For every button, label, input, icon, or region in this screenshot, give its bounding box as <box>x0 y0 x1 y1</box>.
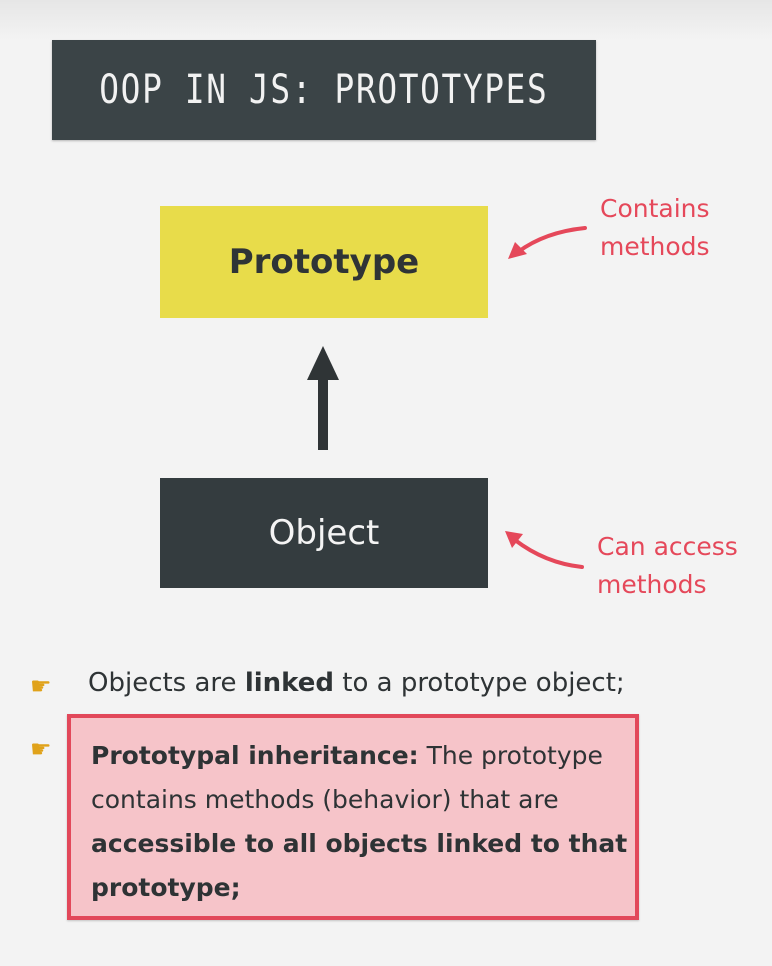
callout-text: Prototypal inheritance: The prototype co… <box>91 734 631 910</box>
page-title: OOP IN JS: PROTOTYPES <box>99 67 549 113</box>
curved-arrow-icon <box>508 226 587 259</box>
object-box: Object <box>160 478 488 588</box>
callout-row: accessible to all objects linked to that <box>91 822 631 866</box>
can-access-methods-note: Can access methods <box>597 528 738 604</box>
note-line: methods <box>600 232 710 261</box>
object-label: Object <box>268 513 380 553</box>
callout-row: Prototypal inheritance: The prototype <box>91 734 631 778</box>
bullet-line-linked: Objects are linked to a prototype object… <box>88 668 625 698</box>
bold-span: Prototypal inheritance: <box>91 741 419 770</box>
callout-row: contains methods (behavior) that are <box>91 785 559 814</box>
up-arrow-icon <box>307 346 339 450</box>
curved-arrow-icon <box>505 531 584 569</box>
text-span: The prototype <box>418 741 603 770</box>
note-line: Can access <box>597 532 738 561</box>
title-banner: OOP IN JS: PROTOTYPES <box>52 40 596 140</box>
text-span: to a prototype object; <box>333 668 625 698</box>
bold-span: prototype; <box>91 873 241 902</box>
bold-span: linked <box>244 668 334 698</box>
note-line: methods <box>597 570 707 599</box>
callout-row: prototype; <box>91 866 631 910</box>
contains-methods-note: Contains methods <box>600 190 710 266</box>
bold-span: accessible to all objects linked to that <box>91 829 628 858</box>
prototype-box: Prototype <box>160 206 488 318</box>
note-line: Contains <box>600 194 710 223</box>
pointing-hand-icon: ☛ <box>30 672 52 700</box>
prototypal-inheritance-callout: Prototypal inheritance: The prototype co… <box>67 714 639 920</box>
text-span: Objects are <box>88 668 245 698</box>
prototype-label: Prototype <box>228 242 420 282</box>
pointing-hand-icon: ☛ <box>30 735 52 763</box>
